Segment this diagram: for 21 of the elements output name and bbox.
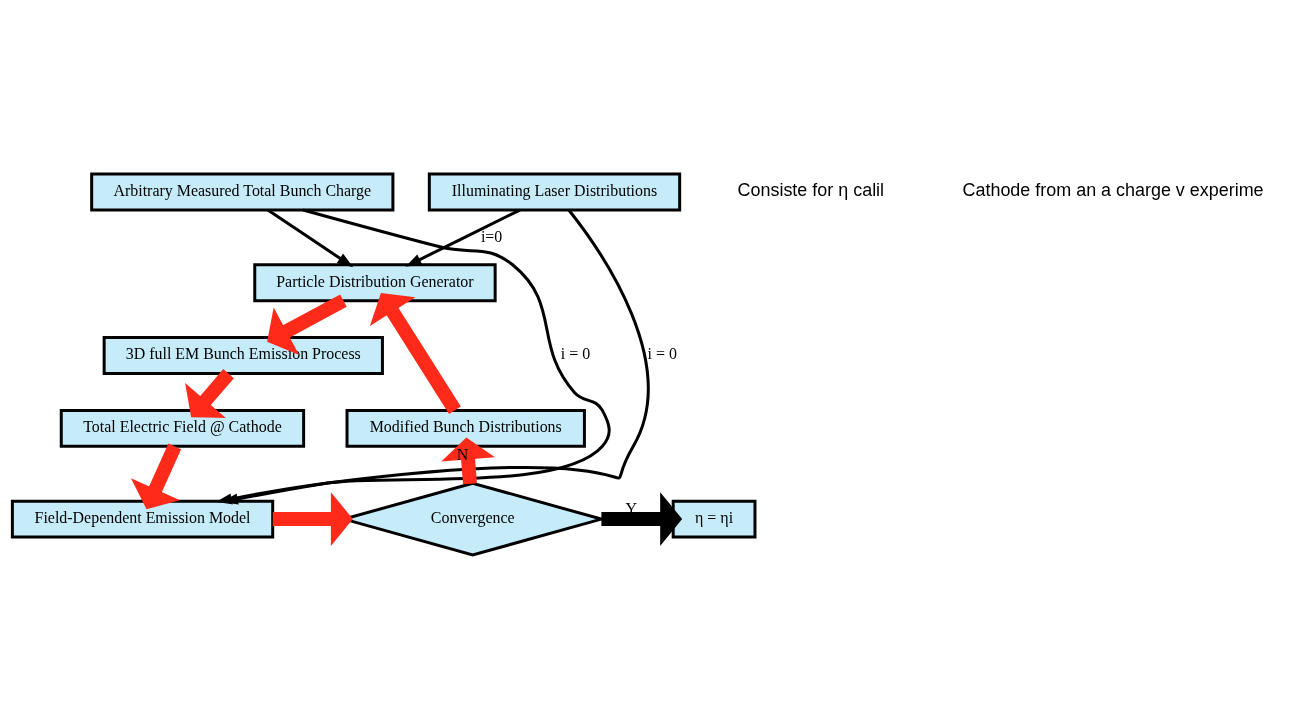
node-box: Total Electric Field @ Cathode xyxy=(59,408,306,448)
label: Consiste for η calil xyxy=(737,180,885,201)
arrow xyxy=(185,369,234,419)
edge-label: i=0 xyxy=(480,227,503,245)
node-box: Arbitrary Measured Total Bunch Charge xyxy=(90,172,395,212)
arrow xyxy=(267,208,354,268)
node-box: Modified Bunch Distributions xyxy=(345,408,586,448)
arrow xyxy=(441,437,495,485)
node-box: Illuminating Laser Distributions xyxy=(427,172,682,212)
label: Cathode from an a charge v experime xyxy=(962,180,1264,201)
node-box: Particle Distribution Generator xyxy=(253,263,497,303)
node-box: 3D full EM Bunch Emission Process xyxy=(102,336,384,375)
node-box: Field-Dependent Emission Model xyxy=(10,499,275,539)
arrow xyxy=(272,492,353,547)
edge-label: i = 0 xyxy=(647,345,677,363)
arrow xyxy=(405,208,521,267)
edge-label: i = 0 xyxy=(560,345,591,363)
arrow xyxy=(601,492,683,546)
node-box: η = ηi xyxy=(671,499,757,539)
edge-label: N xyxy=(456,446,469,464)
arrow xyxy=(130,443,182,510)
